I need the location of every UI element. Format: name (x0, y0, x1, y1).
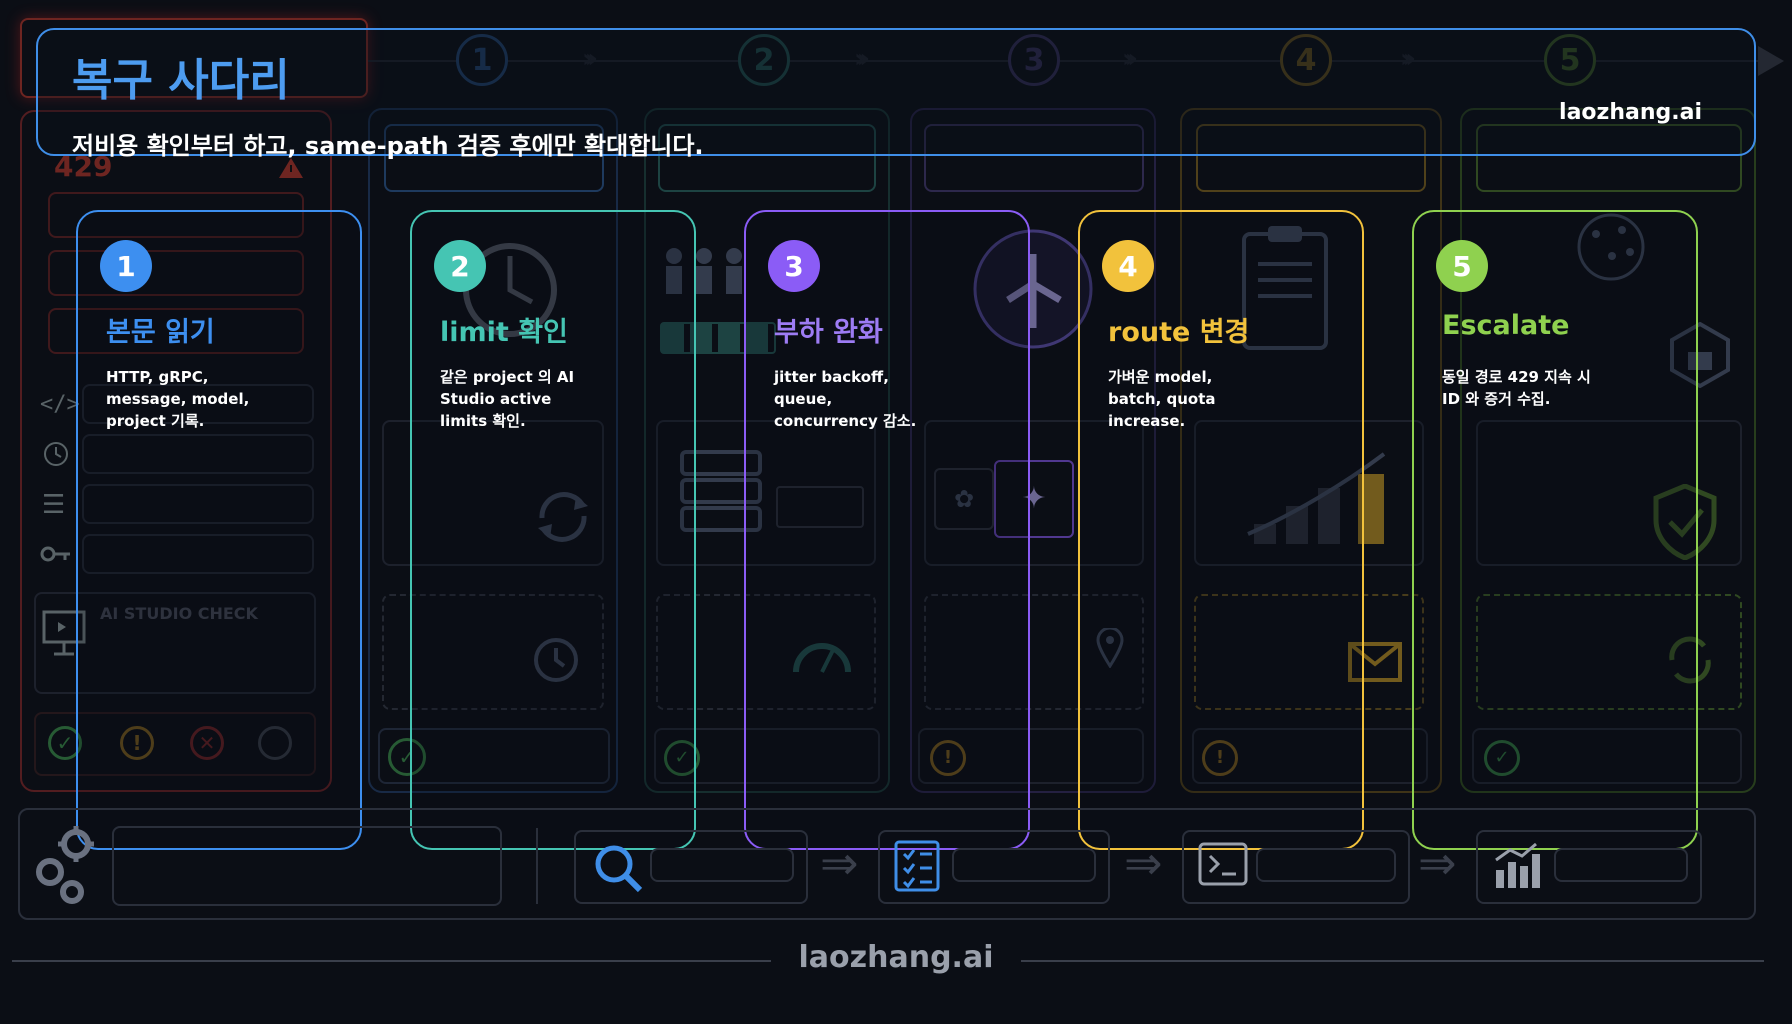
check-icon: ✓ (48, 726, 82, 760)
error-banner (20, 18, 368, 98)
step-description: HTTP, gRPC, message, model, project 기록. (106, 368, 250, 430)
list-icon: ☰ (42, 490, 66, 520)
search-icon (595, 845, 643, 893)
step-badge: 4 (1102, 240, 1154, 292)
flower-icon: ✿ (934, 468, 994, 530)
bottom-toolbar: ⇒ ⇒ ⇒ (18, 808, 1756, 920)
sparkle-icon: ✦ (994, 460, 1074, 538)
step-badge: 2 (434, 240, 486, 292)
footer-divider (1012, 960, 1764, 962)
shield-lock-icon (1670, 322, 1730, 388)
step-marker-2: 2 (738, 34, 790, 86)
page-subtitle: 저비용 확인부터 하고, same-path 검증 후에만 확대합니다. (72, 132, 704, 160)
warning-circle-icon: ! (120, 726, 154, 760)
server-icon (680, 450, 762, 532)
page-title: 복구 사다리 (72, 55, 290, 106)
step-description: jitter backoff, queue, concurrency 감소. (774, 368, 917, 430)
users-icon (666, 248, 742, 294)
step-card-4: 4 route 변경 가벼운 model, batch, quota incre… (1078, 210, 1364, 850)
step-title: Escalate (1442, 310, 1570, 341)
step-title: 본문 읽기 (106, 317, 215, 348)
ai-studio-label: AI STUDIO CHECK (100, 604, 258, 623)
step-title: route 변경 (1108, 317, 1250, 348)
step-badge: 5 (1436, 240, 1488, 292)
terminal-icon (1198, 842, 1248, 886)
step-card-1: 1 본문 읽기 HTTP, gRPC, message, model, proj… (76, 210, 362, 850)
step-marker-5: 5 (1544, 34, 1596, 86)
chart-icon (1495, 842, 1540, 888)
step-card-3: 3 부하 완화 jitter backoff, queue, concurren… (744, 210, 1030, 850)
error-row (48, 192, 304, 238)
step-card-5: 5 Escalate 동일 경로 429 지속 시 ID 와 증거 수집. (1412, 210, 1698, 850)
arrow-right-icon (1758, 46, 1784, 76)
check-icon: ✓ (1484, 740, 1520, 776)
location-pin-icon (1096, 628, 1124, 668)
gauge-icon (793, 643, 851, 673)
ai-studio-panel (34, 592, 316, 694)
warning-circle-icon: ! (930, 740, 966, 776)
mail-icon (1348, 642, 1402, 682)
brand-label: laozhang.ai (1559, 100, 1702, 125)
step-title: 부하 완화 (774, 317, 883, 348)
gear-icon (36, 826, 94, 904)
step-description: 동일 경로 429 지속 시 ID 와 증거 수집. (1442, 368, 1591, 408)
clock-icon (534, 638, 578, 682)
step-description: 같은 project 의 AI Studio active limits 확인. (440, 368, 575, 430)
error-row (48, 250, 304, 296)
step-card-2: 2 limit 확인 같은 project 의 AI Studio active… (410, 210, 696, 850)
step-marker-3: 3 (1008, 34, 1060, 86)
step-description: 가벼운 model, batch, quota increase. (1108, 368, 1216, 430)
error-column (20, 110, 332, 792)
key-icon (40, 546, 70, 562)
fork-icon (973, 229, 1093, 349)
warning-icon (279, 158, 303, 178)
footer-divider (12, 960, 790, 962)
presentation-icon (42, 610, 86, 656)
code-icon: </> (40, 392, 80, 417)
header-panel: 복구 사다리 저비용 확인부터 하고, same-path 검증 후에만 확대합… (36, 28, 1756, 160)
step-badge: 1 (100, 240, 152, 292)
step-badge: 3 (768, 240, 820, 292)
network-icon (1577, 213, 1645, 281)
step-marker-4: 4 (1280, 34, 1332, 86)
shield-icon (1653, 484, 1717, 560)
warning-circle-icon: ! (1202, 740, 1238, 776)
clipboard-icon (1242, 226, 1328, 350)
footer-brand: laozhang.ai (0, 940, 1792, 975)
check-icon: ✓ (664, 740, 700, 776)
clock-icon (44, 442, 68, 466)
checklist-icon (894, 840, 940, 892)
empty-circle-icon (258, 726, 292, 760)
refresh-icon (538, 492, 588, 542)
step-marker-1: 1 (456, 34, 508, 86)
step-title: limit 확인 (440, 317, 568, 348)
progress-bar (660, 322, 776, 354)
error-row (48, 308, 304, 354)
error-circle-icon: ✕ (190, 726, 224, 760)
